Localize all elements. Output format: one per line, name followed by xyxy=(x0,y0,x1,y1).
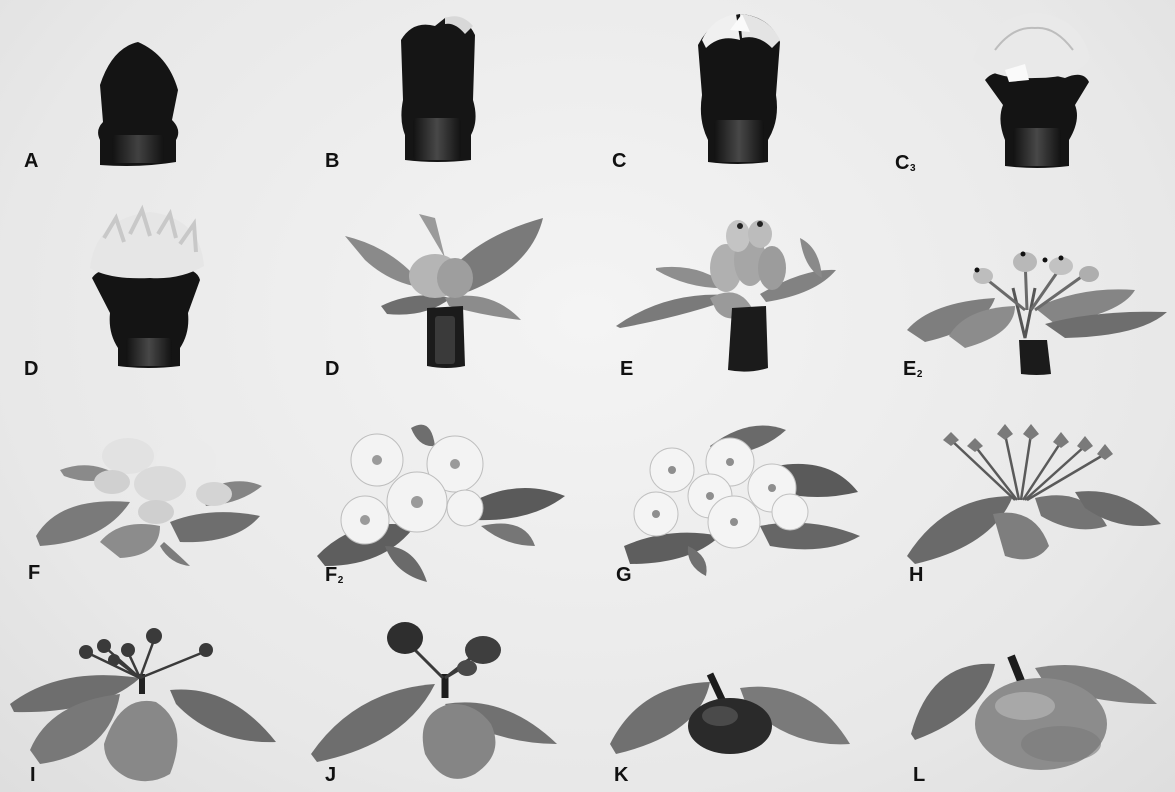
stage-label-e: E xyxy=(620,358,634,381)
stage-label-d2: D xyxy=(325,358,340,381)
petal-fall-illustration xyxy=(590,396,880,594)
fruit-set-illustration xyxy=(885,396,1175,594)
stage-f2-panel: F2 xyxy=(295,396,585,594)
first-bloom-illustration xyxy=(0,396,290,594)
stage-label-i: I xyxy=(30,764,36,787)
stage-g-panel: G xyxy=(590,396,880,594)
stage-label-b: B xyxy=(325,150,340,173)
stage-label-f: F xyxy=(28,562,41,585)
stage-label-l: L xyxy=(913,764,926,787)
stage-label-e2: E2 xyxy=(903,358,923,381)
separated-flower-buds-illustration xyxy=(885,198,1175,396)
stage-label-c3: C3 xyxy=(895,152,916,175)
stage-c3-panel: C3 xyxy=(885,0,1175,198)
stage-label-d1: D xyxy=(24,358,39,381)
stage-label-k: K xyxy=(614,764,629,787)
cluster-bud-illustration xyxy=(0,198,290,396)
stage-d-panel: D xyxy=(0,198,290,396)
stage-label-j: J xyxy=(325,764,337,787)
stage-label-a: A xyxy=(24,150,39,173)
stage-d-leaves-panel: D xyxy=(295,198,585,396)
stage-l-panel: L xyxy=(885,594,1175,792)
stage-e-panel: E xyxy=(590,198,880,396)
dormant-bud-illustration xyxy=(0,0,290,198)
fruit-growth-illustration xyxy=(295,594,585,792)
stage-label-h: H xyxy=(909,564,924,587)
stage-label-c: C xyxy=(612,150,627,173)
stage-f-panel: F xyxy=(0,396,290,594)
stage-h-panel: H xyxy=(885,396,1175,594)
stage-e2-panel: E2 xyxy=(885,198,1175,396)
stage-a-panel: A xyxy=(0,0,290,198)
stage-b-panel: B xyxy=(295,0,585,198)
stage-c-panel: C xyxy=(590,0,880,198)
fruitlet-illustration xyxy=(0,594,290,792)
stage-i-panel: I xyxy=(0,594,290,792)
stage-k-panel: K xyxy=(590,594,880,792)
green-tip-bud-illustration xyxy=(590,0,880,198)
stage-j-panel: J xyxy=(295,594,585,792)
stage-label-g: G xyxy=(616,564,632,587)
mature-fruit-illustration xyxy=(885,594,1175,792)
young-fruit-illustration xyxy=(590,594,880,792)
opening-bud-illustration xyxy=(885,0,1175,198)
stage-label-f2: F2 xyxy=(325,564,344,587)
